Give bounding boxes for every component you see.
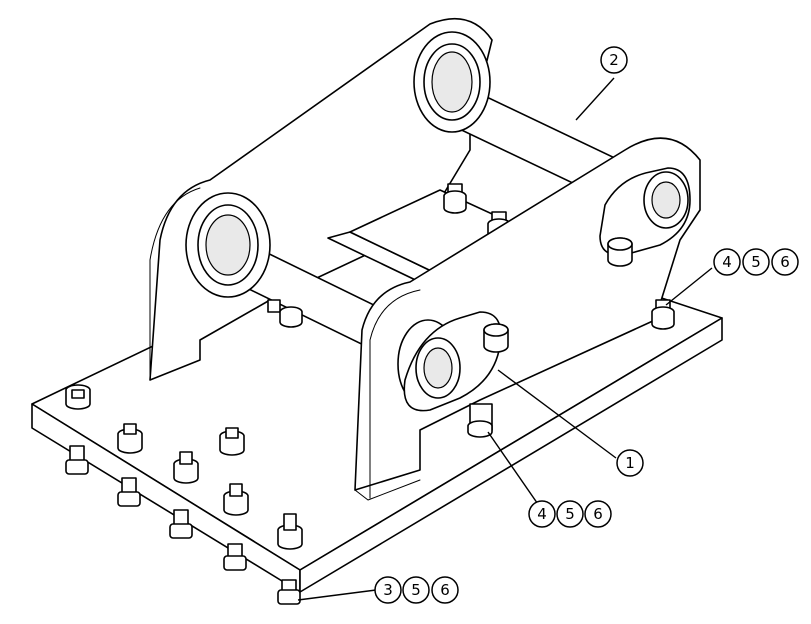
callout-label: 4 <box>722 253 732 271</box>
right-nut <box>651 299 675 330</box>
upper-lock-plate <box>599 167 691 267</box>
callout-label: 5 <box>565 505 575 523</box>
callout-4-5-6-lower: 4 5 6 <box>528 500 612 528</box>
leader-lines <box>297 77 713 601</box>
callout-label: 6 <box>593 505 603 523</box>
callout-2: 2 <box>600 46 628 74</box>
callout-label: 5 <box>411 581 421 599</box>
callout-label: 6 <box>440 581 450 599</box>
top-nuts-left <box>65 384 303 550</box>
callout-label: 3 <box>383 581 393 599</box>
callout-4-5-6-upper: 4 5 6 <box>713 248 799 276</box>
callout-label: 6 <box>780 253 790 271</box>
callout-label: 1 <box>625 454 635 472</box>
callout-label: 2 <box>609 51 619 69</box>
lower-lock-plate <box>397 311 509 412</box>
callout-1: 1 <box>616 449 644 477</box>
callout-3-5-6: 3 5 6 <box>374 576 459 604</box>
callout-label: 4 <box>537 505 547 523</box>
callout-label: 5 <box>751 253 761 271</box>
lower-bolts-front <box>65 445 301 605</box>
